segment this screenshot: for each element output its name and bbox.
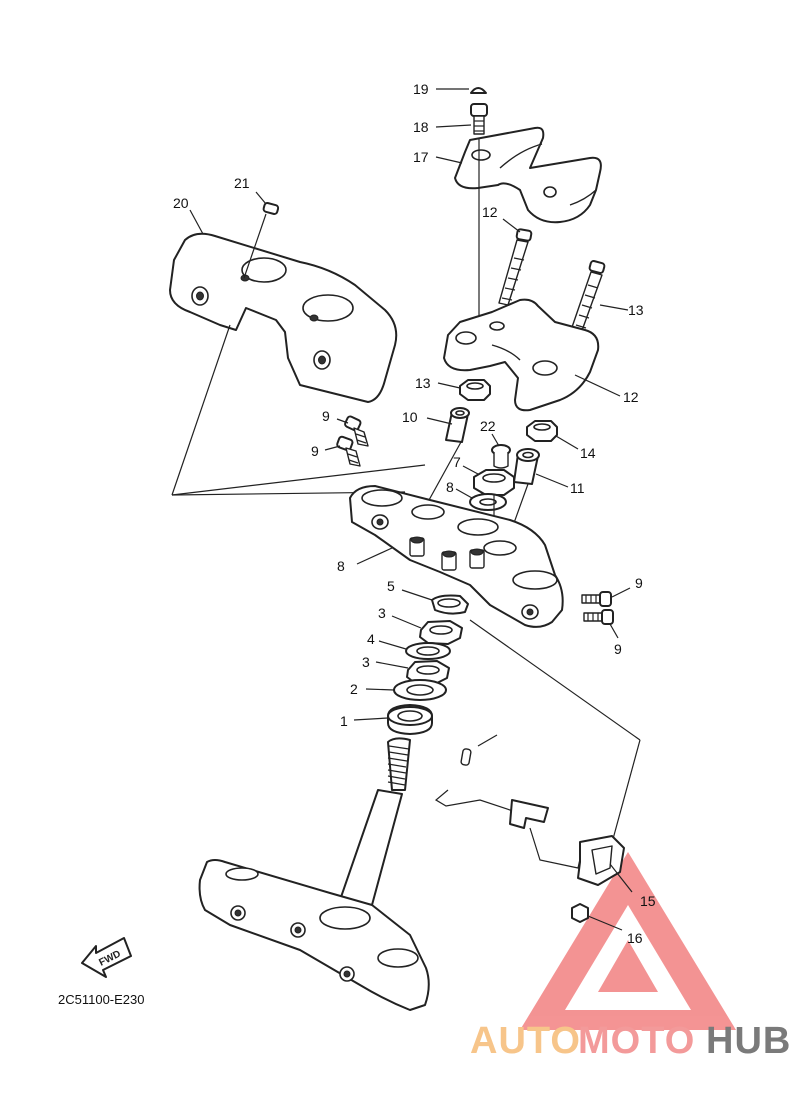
- part-13-nut-a: [437, 379, 491, 401]
- part-22-pin: [460, 734, 498, 766]
- part-14-clamp: [577, 835, 633, 893]
- callout-5: 5: [387, 578, 395, 594]
- callout-1: 1: [340, 713, 348, 729]
- callout-7: 8: [446, 479, 454, 495]
- watermark-part2: MOTO: [578, 1020, 695, 1062]
- part-16-upper-holder: [435, 126, 602, 224]
- fwd-arrow-icon: FWD: [81, 937, 132, 978]
- part-8-upper-bracket: [349, 485, 564, 628]
- part-3-ring-nut-a: [391, 615, 463, 645]
- part-17-bolt: [435, 103, 488, 135]
- callout-8: 8: [337, 558, 345, 574]
- part-15-nut: [571, 903, 623, 931]
- callout-4: 4: [367, 631, 375, 647]
- part-1-bearing: [353, 704, 433, 735]
- part-4-washer: [378, 640, 451, 660]
- callout-3-b: 3: [362, 654, 370, 670]
- watermark-part1: AUTO: [470, 1020, 581, 1062]
- callout-19: 20: [173, 195, 189, 211]
- watermark-triangle: [520, 852, 736, 1030]
- callout-17: 18: [413, 119, 429, 135]
- part-2-bearing-cover: [365, 679, 447, 701]
- callout-10-b: 11: [570, 480, 585, 496]
- part-20-screw: [243, 191, 280, 279]
- watermark-part3: HUB: [706, 1020, 791, 1062]
- callout-12-b: 13: [628, 302, 644, 318]
- part-9-bolt-b: [324, 435, 361, 467]
- part-12-bolt-b: [569, 260, 629, 337]
- callout-14: 15: [640, 893, 656, 909]
- part-10-collar-b: [513, 448, 569, 488]
- callout-3-a: 3: [378, 605, 386, 621]
- part-7-washer: [455, 488, 507, 511]
- part-3-ring-nut-b: [375, 660, 450, 685]
- callout-18: 19: [413, 81, 429, 97]
- callout-9-a: 9: [322, 408, 330, 424]
- callout-20: 21: [234, 175, 250, 191]
- part-13-nut-b: [526, 420, 579, 450]
- part-19-cover: [169, 209, 398, 403]
- callout-labels: 19 18 17 21 20 12 13 13 12 10 9 22 9 14 …: [173, 81, 656, 946]
- callout-2: 2: [350, 681, 358, 697]
- part-9-bolt-a: [336, 415, 369, 447]
- part-21-fitting: [491, 433, 511, 469]
- part-6-steering-nut: [462, 465, 515, 496]
- part-12-bolt-a: [498, 218, 533, 306]
- callout-12-a: 12: [482, 204, 498, 220]
- diagram-code: 2C51100-E230: [58, 992, 145, 1007]
- cable-guide-wire: [434, 789, 605, 869]
- callout-9-b: 9: [311, 443, 319, 459]
- callout-13-a: 13: [415, 375, 431, 391]
- part-9-bolt-d: [583, 609, 619, 639]
- callout-6: 7: [453, 454, 461, 470]
- callout-11: 12: [623, 389, 639, 405]
- callout-21: 22: [480, 418, 496, 434]
- under-bracket-stem: [198, 737, 430, 1011]
- callout-9-d: 9: [614, 641, 622, 657]
- watermark-logo: AUTO MOTO HUB: [470, 1020, 791, 1062]
- callout-9-c: 9: [635, 575, 643, 591]
- part-9-bolt-c: [581, 587, 631, 607]
- part-5-ring: [401, 589, 469, 615]
- callout-15: 16: [627, 930, 643, 946]
- part-18-cap: [436, 87, 487, 94]
- callout-10-a: 10: [402, 409, 418, 425]
- part-11-lower-holder: [443, 298, 621, 412]
- callout-13-b: 14: [580, 445, 596, 461]
- part-10-collar-a: [426, 407, 470, 443]
- callout-16: 17: [413, 149, 429, 165]
